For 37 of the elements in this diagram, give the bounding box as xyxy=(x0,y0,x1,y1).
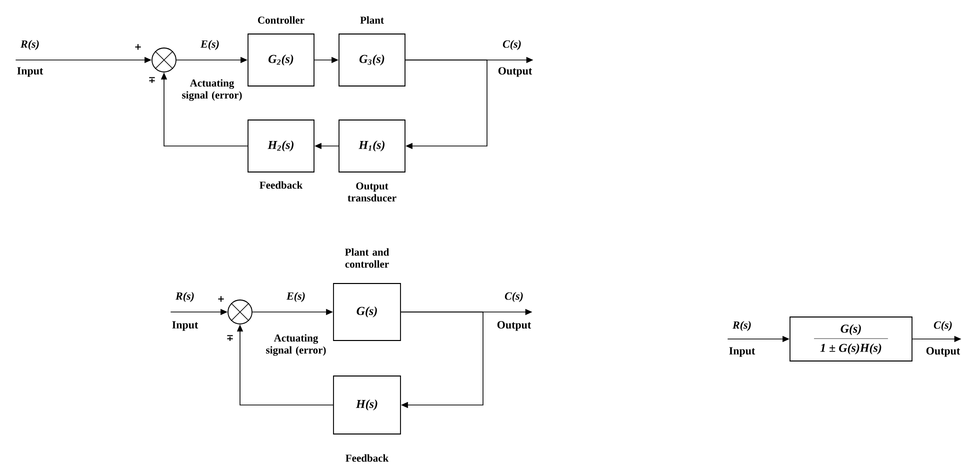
edge-label: E(s) xyxy=(286,292,305,302)
box-heading: Plant and controller xyxy=(345,248,390,268)
transfer-function-box: G(s) 1 ± G(s)H(s) xyxy=(790,316,912,362)
note-text: Actuating signal (error) xyxy=(266,334,326,356)
signal-label: Output xyxy=(497,321,532,331)
sign-label: ∓ xyxy=(149,77,155,83)
edge-label: R(s) xyxy=(732,321,751,331)
summing-junction xyxy=(228,300,252,324)
block-box: H$_{1}$(s) xyxy=(338,120,406,172)
edge-label: R(s) xyxy=(20,40,39,50)
summing-junction xyxy=(152,48,176,72)
box-heading: Plant xyxy=(360,16,384,24)
edge-label: C(s) xyxy=(934,321,952,331)
signal-label: Input xyxy=(172,321,198,331)
arrow xyxy=(400,312,484,408)
edge-label: C(s) xyxy=(502,40,521,50)
block-box: G$_{3}$(s) xyxy=(338,34,406,86)
note-text: Actuating signal (error) xyxy=(182,79,242,101)
arrow xyxy=(405,60,488,150)
edge-label: E(s) xyxy=(200,40,219,50)
block-box: H$_{2}$(s) xyxy=(248,120,314,172)
edge-label: R(s) xyxy=(176,292,194,302)
box-caption: Feedback xyxy=(346,454,389,462)
sign-label: + xyxy=(218,296,224,302)
signal-label: Input xyxy=(17,67,44,77)
signal-label: Input xyxy=(729,347,756,357)
signal-label: Output xyxy=(498,67,532,77)
box-caption: Feedback xyxy=(260,181,303,189)
block-box: H(s) xyxy=(333,376,401,434)
block-box: G$_{2}$(s) xyxy=(248,34,314,86)
signal-label: Output xyxy=(926,347,960,357)
box-caption: Output transducer xyxy=(348,182,396,202)
block-box: G(s) xyxy=(333,283,401,341)
sign-label: + xyxy=(135,44,141,50)
box-heading: Controller xyxy=(258,16,304,24)
sign-label: ∓ xyxy=(227,335,233,341)
edge-label: C(s) xyxy=(504,292,523,302)
